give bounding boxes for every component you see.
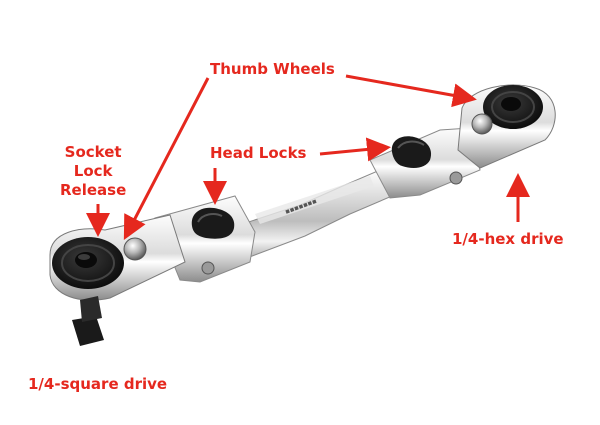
label-socket-lock-release-line-1: Socket — [64, 143, 122, 161]
label-socket-lock-release-line-3: Release — [60, 181, 127, 199]
hinge-pin-icon — [201, 261, 215, 275]
right-head-lock-knob — [391, 136, 432, 168]
label-socket-lock-release-line-2: Lock — [73, 162, 113, 180]
hinge-pin-icon — [449, 171, 463, 185]
annotation-arrows — [86, 74, 530, 240]
label-thumb-wheels: Thumb Wheels — [210, 60, 335, 78]
label-head-locks: Head Locks — [210, 144, 307, 162]
arrow-head-locks-right — [319, 137, 391, 162]
left-head-lock-knob — [191, 207, 235, 239]
label-square-drive: 1/4-square drive — [28, 375, 168, 393]
square-drive-icon — [72, 316, 104, 346]
label-hex-drive: 1/4-hex drive — [452, 230, 564, 248]
right-ratchet-head — [457, 84, 556, 169]
label-socket-lock-release: Socket Lock Release — [60, 143, 126, 200]
right-thumb-wheel-icon — [471, 113, 493, 135]
arrow-thumb-wheels-left — [123, 77, 210, 240]
left-thumb-wheel-icon — [123, 237, 147, 261]
left-ratchet-head — [49, 214, 186, 346]
arrow-thumb-wheels-right — [345, 74, 477, 108]
